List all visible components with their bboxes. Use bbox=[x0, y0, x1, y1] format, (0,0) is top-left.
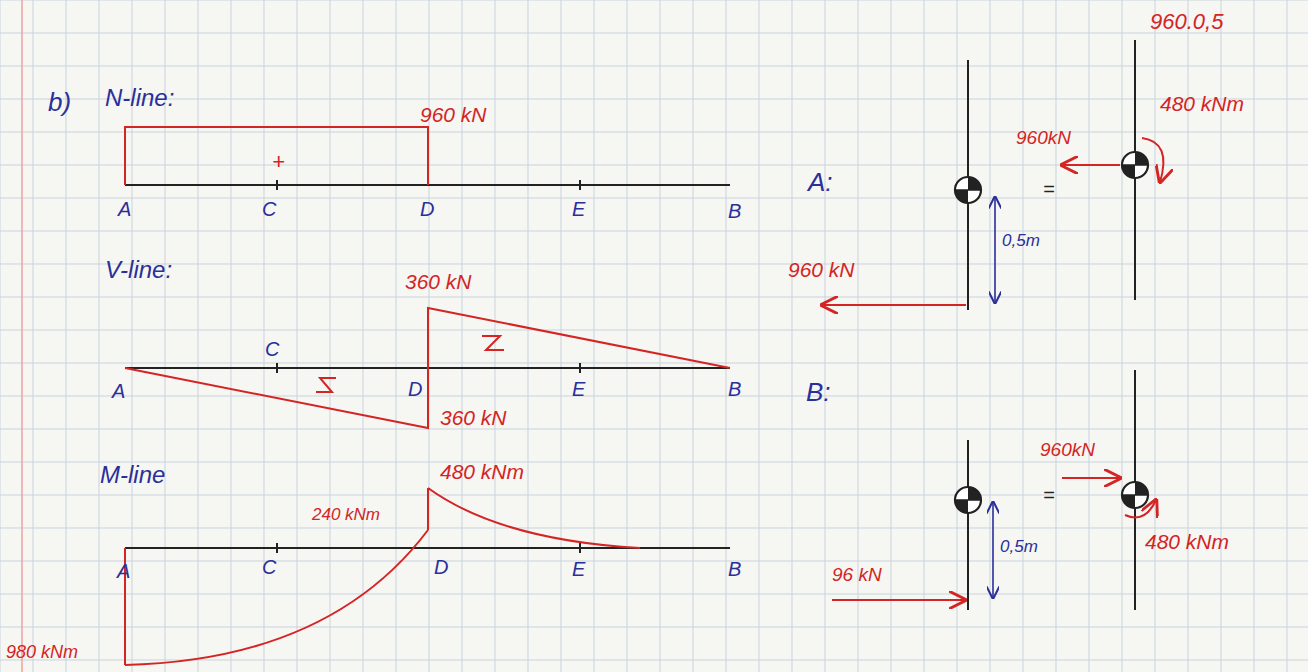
value-label: 360 kN bbox=[405, 270, 472, 293]
value-label: 960kN bbox=[1016, 128, 1071, 149]
section-symbols bbox=[955, 152, 1148, 513]
section-b-equivalence bbox=[832, 370, 1156, 610]
normal-force-diagram bbox=[125, 127, 730, 190]
value-label: 360 kN bbox=[440, 406, 507, 429]
equals-sign: = bbox=[1043, 178, 1055, 200]
value-label: 480 kNm bbox=[1160, 92, 1244, 115]
shear-sign-symbol bbox=[482, 336, 504, 350]
value-label: 960kN bbox=[1040, 440, 1095, 461]
section-symbol bbox=[1122, 482, 1148, 508]
value-label: 960 kN bbox=[788, 258, 855, 281]
value-label: 96 kN bbox=[832, 565, 882, 586]
dimension-label: 0,5m bbox=[1000, 538, 1038, 557]
section-label: A: bbox=[808, 168, 833, 197]
bending-moment-diagram bbox=[125, 488, 730, 665]
point-label: B bbox=[728, 200, 741, 222]
point-label: B bbox=[728, 558, 741, 580]
shear-force-diagram bbox=[125, 308, 730, 428]
equals-sign: = bbox=[1043, 484, 1055, 506]
dimension-label: 0,5m bbox=[1002, 232, 1040, 251]
part-label: b) bbox=[48, 88, 71, 117]
section-label: B: bbox=[806, 378, 831, 407]
section-symbol bbox=[955, 177, 981, 203]
shear-sign-symbol bbox=[316, 378, 336, 392]
point-label: D bbox=[408, 378, 422, 400]
sign-label: + bbox=[272, 150, 285, 174]
margin-line bbox=[21, 0, 23, 672]
point-label: D bbox=[434, 556, 448, 578]
point-label: D bbox=[420, 198, 434, 220]
point-label: A bbox=[117, 560, 130, 582]
point-label: C bbox=[265, 338, 279, 360]
point-label: E bbox=[572, 198, 585, 220]
point-label: E bbox=[572, 378, 585, 400]
value-label: 240 kNm bbox=[312, 506, 380, 525]
diagram-title: N-line: bbox=[105, 85, 174, 111]
point-label: E bbox=[572, 558, 585, 580]
point-label: A bbox=[118, 198, 131, 220]
value-label: 960 kN bbox=[420, 103, 487, 126]
point-label: B bbox=[728, 378, 741, 400]
section-symbol bbox=[1122, 152, 1148, 178]
point-label: C bbox=[262, 198, 276, 220]
value-label: 480 kNm bbox=[1145, 530, 1229, 553]
point-label: A bbox=[112, 380, 125, 402]
section-a-equivalence bbox=[822, 40, 1163, 310]
value-label: 980 kNm bbox=[6, 643, 78, 663]
diagram-title: M-line bbox=[100, 462, 165, 488]
section-symbol bbox=[955, 487, 981, 513]
value-label: 960.0,5 bbox=[1150, 10, 1223, 34]
diagram-title: V-line: bbox=[105, 257, 172, 283]
point-label: C bbox=[262, 556, 276, 578]
value-label: 480 kNm bbox=[440, 460, 524, 483]
